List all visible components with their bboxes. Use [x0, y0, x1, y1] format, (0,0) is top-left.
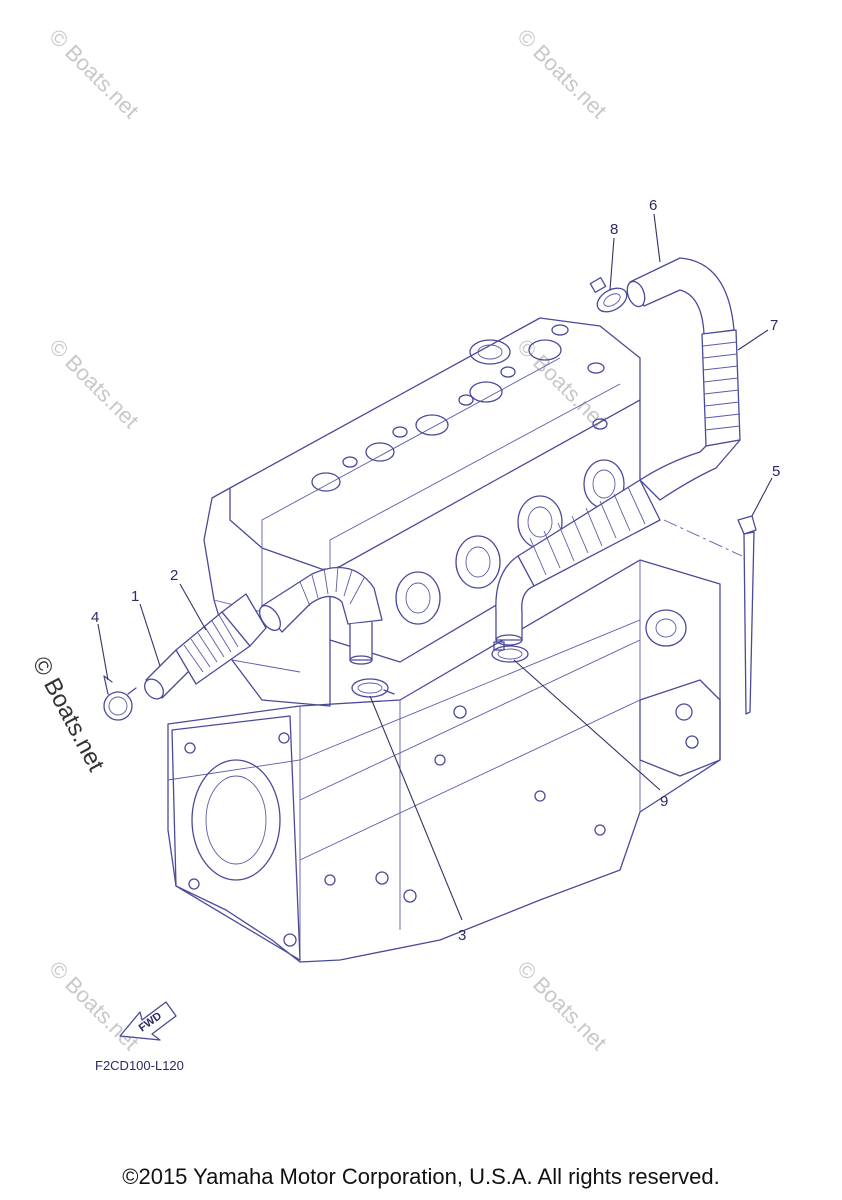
- block-bolts: [324, 705, 606, 903]
- watermark-3: © Boats.net: [44, 334, 143, 433]
- callout-3: 3: [458, 927, 466, 944]
- watermark-side: © Boats.net: [27, 652, 110, 776]
- watermark-2: © Boats.net: [512, 24, 611, 123]
- callout-7: 7: [770, 317, 778, 334]
- elbow-hose: [261, 566, 383, 633]
- callout-2: 2: [170, 567, 178, 584]
- leader-lines: [97, 213, 773, 921]
- hose-assembly-right: [491, 257, 743, 663]
- watermark-5: © Boats.net: [44, 956, 143, 1055]
- callout-5: 5: [772, 463, 780, 480]
- clamp-3: [351, 678, 395, 698]
- flywheel-housing: [171, 715, 301, 961]
- callout-labels: 1 2 3 4 5 6 7 8 9: [91, 197, 780, 944]
- callout-4: 4: [91, 609, 99, 626]
- callout-8: 8: [610, 221, 618, 238]
- cable-tie-5: [737, 515, 757, 715]
- watermark-1: © Boats.net: [44, 24, 143, 123]
- copyright-notice: ©2015 Yamaha Motor Corporation, U.S.A. A…: [122, 1164, 720, 1189]
- exhaust-ports: [395, 459, 625, 625]
- crankcase: [167, 559, 721, 963]
- watermark-4: © Boats.net: [512, 334, 611, 433]
- clip-4: [103, 675, 137, 721]
- callout-6: 6: [649, 197, 657, 214]
- head-bosses: [311, 324, 608, 492]
- block-right-details: [639, 609, 721, 777]
- clamp-9: [491, 641, 529, 663]
- callout-9: 9: [660, 793, 668, 810]
- fwd-arrow: FWD: [119, 1001, 177, 1041]
- fwd-arrow-icon: [119, 1001, 177, 1041]
- clamp-8: [589, 277, 628, 313]
- watermark-6: © Boats.net: [512, 956, 611, 1055]
- engine-block: [167, 317, 721, 963]
- hose-6: [629, 257, 735, 335]
- callout-1: 1: [131, 588, 139, 605]
- diagram-code: F2CD100-L120: [95, 1058, 184, 1073]
- hose-assembly-left: [143, 565, 383, 700]
